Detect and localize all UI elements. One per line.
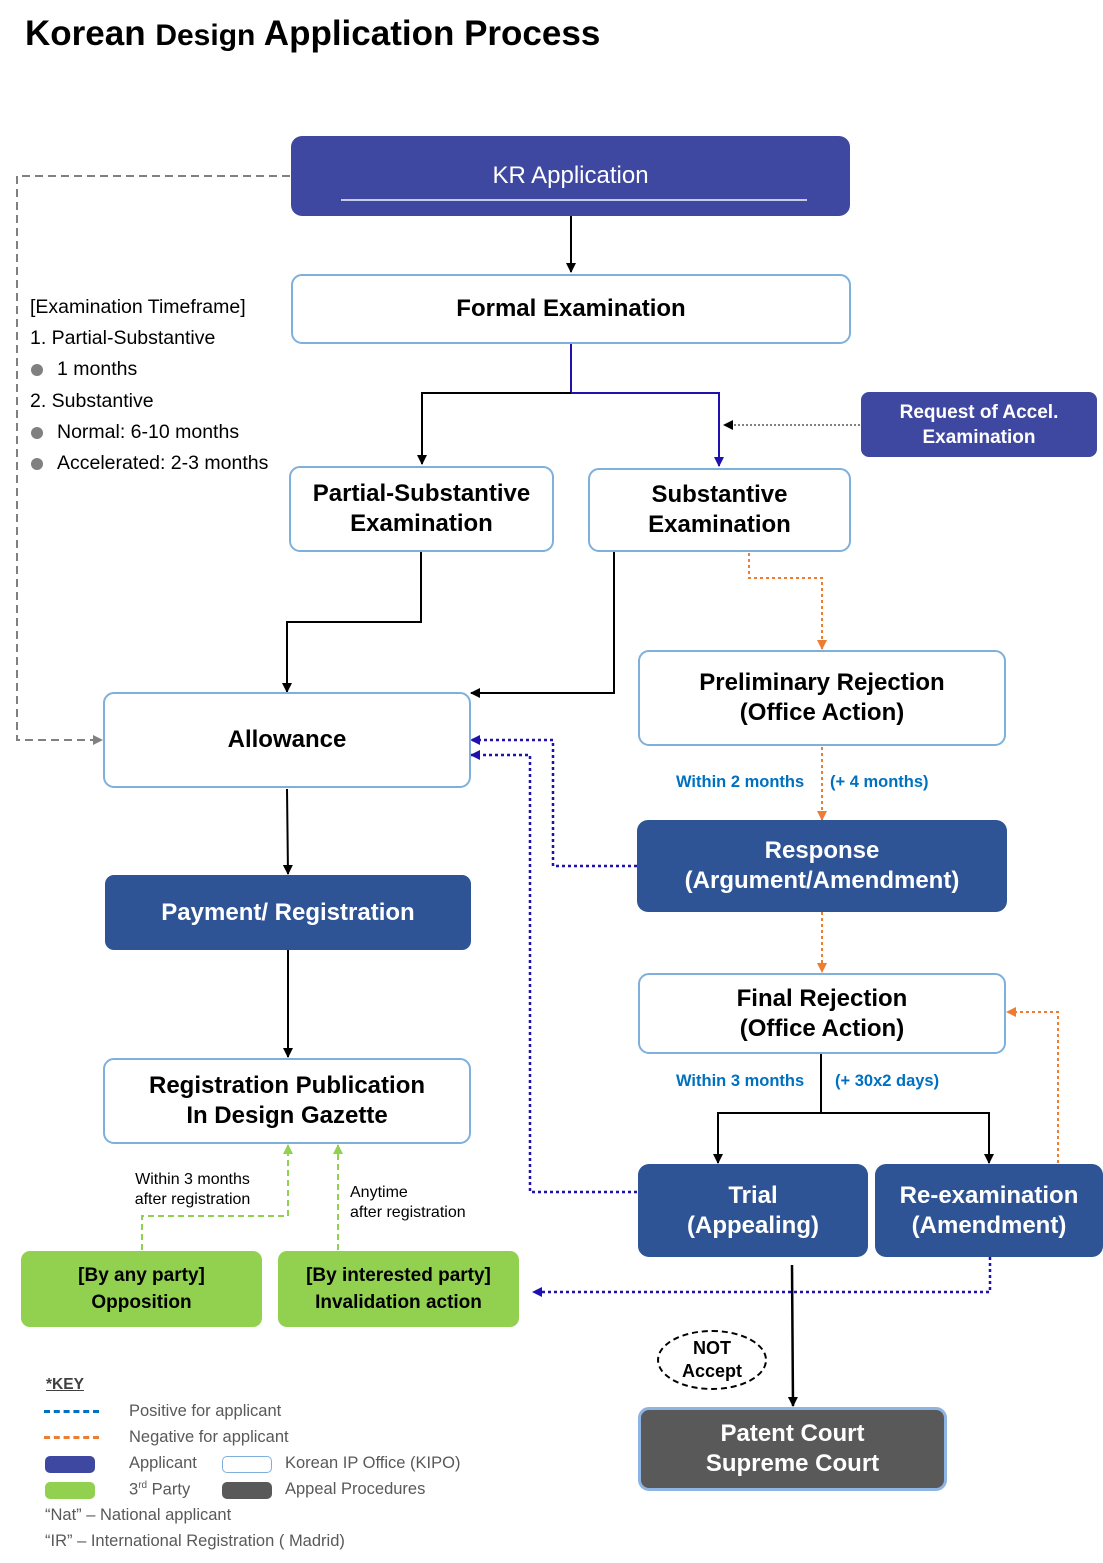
patent-court-line1: Patent Court: [720, 1420, 865, 1447]
patent-court-node: Patent Court Supreme Court: [638, 1407, 947, 1491]
plus-30x2-days-label: (+ 30x2 days): [835, 1072, 940, 1090]
request-accel-line1: Request of Accel.: [899, 401, 1059, 423]
timeframe-item-1: 1. Partial-Substantive: [30, 327, 216, 350]
arrow-kr-to-allowance: [16, 175, 290, 745]
key-nat-label: “Nat” – National applicant: [45, 1506, 232, 1524]
arrow-substantive-to-preliminary: [748, 553, 827, 650]
opposition-line2: Opposition: [91, 1292, 192, 1313]
final-rejection-line1: Final Rejection: [736, 984, 908, 1012]
key-ir-label: “IR” – International Registration ( Madr…: [45, 1532, 345, 1550]
invalidation-line2: Invalidation action: [315, 1292, 482, 1313]
allowance-label: Allowance: [227, 726, 347, 753]
substantive-examination-node: Substantive Examination: [588, 468, 851, 552]
key-title: *KEY: [46, 1376, 84, 1393]
timeframe-item-2-bullet-normal: Normal: 6-10 months: [30, 417, 268, 448]
within-2-months-label: Within 2 months: [676, 773, 805, 791]
final-rejection-line2: (Office Action): [739, 1014, 905, 1042]
timeframe-item-2-bullet-accel: Accelerated: 2-3 months: [30, 448, 268, 479]
third-party-swatch: [45, 1482, 95, 1499]
positive-line-swatch: [44, 1410, 99, 1413]
kipo-swatch: [222, 1456, 272, 1473]
reexamination-node: Re-examination (Amendment): [875, 1164, 1103, 1257]
registration-publication-node: Registration Publication In Design Gazet…: [103, 1058, 471, 1144]
arrow-partial-to-allowance: [282, 552, 422, 693]
request-accel-line2: Examination: [922, 426, 1036, 448]
examination-timeframe-note: [Examination Timeframe] 1. Partial-Subst…: [30, 292, 268, 479]
applicant-swatch: [45, 1456, 95, 1473]
not-accept-badge: NOT Accept: [657, 1330, 767, 1390]
key-kipo-label: Korean IP Office (KIPO): [285, 1454, 461, 1472]
substantive-line2: Examination: [648, 511, 791, 538]
arrow-formal-to-partial: [417, 392, 571, 465]
key-negative-label: Negative for applicant: [129, 1428, 289, 1446]
arrow-formal-to-substantive: [571, 392, 724, 467]
response-line1: Response: [764, 837, 880, 864]
key-positive-label: Positive for applicant: [129, 1402, 282, 1420]
payment-registration-label: Payment/ Registration: [161, 898, 415, 926]
reexamination-line2: (Amendment): [911, 1211, 1067, 1239]
invalidation-timing-label: Anytime after registration: [350, 1184, 466, 1221]
kr-application-label: KR Application: [492, 162, 649, 189]
key-third-party-label: 3rd Party: [129, 1480, 191, 1499]
partial-substantive-line2: Examination: [350, 510, 493, 537]
substantive-line1: Substantive: [651, 481, 788, 508]
within-3-months-label: Within 3 months: [676, 1072, 805, 1090]
response-node: Response (Argument/Amendment): [637, 820, 1007, 912]
reexamination-line1: Re-examination: [899, 1181, 1079, 1209]
opposition-line1: [By any party]: [78, 1265, 205, 1286]
opposition-node: [By any party] Opposition: [21, 1251, 262, 1327]
appeal-swatch: [222, 1482, 272, 1499]
invalidation-line1: [By interested party]: [306, 1265, 491, 1286]
registration-publication-line2: In Design Gazette: [186, 1102, 388, 1129]
trial-line1: Trial: [728, 1181, 778, 1209]
key-appeal-label: Appeal Procedures: [285, 1480, 426, 1498]
preliminary-rejection-node: Preliminary Rejection (Office Action): [638, 650, 1006, 746]
arrow-response-to-allowance: [470, 735, 637, 868]
invalidation-node: [By interested party] Invalidation actio…: [278, 1251, 519, 1327]
negative-line-swatch: [44, 1436, 99, 1439]
page-title: Korean Design Application Process: [25, 14, 601, 53]
arrow-trial-to-allowance: [470, 750, 637, 1194]
formal-examination-node: Formal Examination: [291, 274, 851, 344]
patent-court-line2: Supreme Court: [705, 1450, 880, 1477]
request-accel-node: Request of Accel. Examination: [861, 392, 1097, 457]
preliminary-rejection-line2: (Office Action): [739, 699, 905, 726]
kr-application-underline: [341, 199, 807, 201]
allowance-node: Allowance: [103, 692, 471, 788]
plus-4-months-label: (+ 4 months): [830, 773, 929, 791]
arrow-opposition-to-publication: [141, 1144, 293, 1250]
response-line2: (Argument/Amendment): [684, 867, 960, 894]
arrow-reexam-to-allowance: [532, 1257, 992, 1297]
partial-substantive-node: Partial-Substantive Examination: [289, 466, 554, 552]
trial-line2: (Appealing): [687, 1211, 819, 1239]
final-rejection-node: Final Rejection (Office Action): [638, 973, 1006, 1054]
preliminary-rejection-line1: Preliminary Rejection: [699, 669, 945, 696]
arrow-allowance-to-payment: [282, 788, 293, 875]
formal-examination-label: Formal Examination: [456, 295, 686, 322]
registration-publication-line1: Registration Publication: [148, 1072, 426, 1099]
trial-node: Trial (Appealing): [638, 1164, 868, 1257]
arrow-final-to-trial: [713, 1112, 821, 1164]
arrow-trial-to-court: [787, 1264, 798, 1407]
opposition-timing-label: Within 3 months after registration: [134, 1171, 251, 1208]
key-applicant-label: Applicant: [129, 1454, 197, 1472]
kr-application-node: KR Application: [291, 136, 850, 216]
timeframe-heading: [Examination Timeframe]: [30, 296, 246, 318]
timeframe-item-1-bullet: 1 months: [30, 354, 268, 385]
not-accept-line1: NOT: [693, 1338, 731, 1358]
partial-substantive-line1: Partial-Substantive: [312, 480, 531, 507]
not-accept-line2: Accept: [681, 1361, 743, 1381]
timeframe-item-2: 2. Substantive: [30, 389, 154, 412]
arrow-final-to-reexam: [821, 1112, 994, 1164]
arrow-reexam-to-final: [1006, 1007, 1059, 1163]
payment-registration-node: Payment/ Registration: [105, 875, 471, 950]
arrow-substantive-to-allowance: [470, 550, 615, 698]
